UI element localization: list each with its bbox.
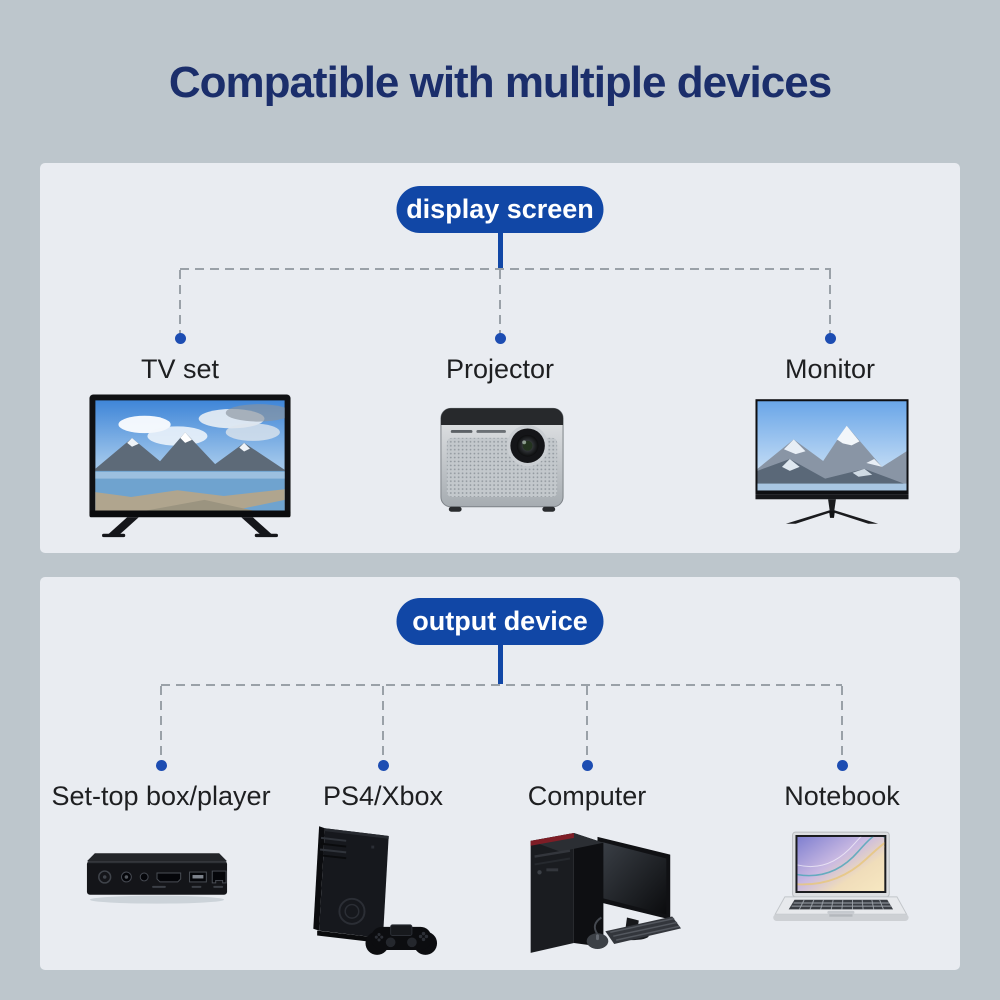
tree-branch-line [829,270,831,334]
tree-branch-line [499,270,501,334]
tree-branch-line [586,686,588,756]
tree-stem [497,232,503,269]
device-label-notebook: Notebook [784,781,900,811]
branch-dot [377,760,389,771]
tree-horizontal-line [161,684,842,686]
tree-horizontal-line [180,268,831,270]
tree-stem [497,645,503,684]
device-label-computer: Computer [527,781,647,811]
desktop-computer-illustration [511,815,683,963]
projector-illustration [437,404,567,518]
output-device-header-pill: output device [396,598,604,645]
notebook-illustration [766,830,911,927]
device-label-monitor: Monitor [784,354,876,384]
page-title: Compatible with multiple devices [168,58,832,107]
tv-illustration [89,392,292,542]
tree-branch-line [179,270,181,334]
set-top-box-illustration [83,845,231,907]
branch-dot [824,333,836,344]
display-screen-section-card: display screen TV set Projector Monitor [40,163,960,553]
device-label-ps4-xbox: PS4/Xbox [322,781,444,811]
device-label-projector: Projector [445,354,555,384]
tree-branch-line [382,686,384,756]
tree-branch-line [160,686,162,756]
display-screen-header-pill: display screen [396,186,604,233]
branch-dot [581,760,593,771]
branch-dot [155,760,167,771]
branch-dot [494,333,506,344]
device-label-tv-set: TV set [140,354,220,384]
output-device-section-card: output device Set-top box/player PS4/Xbo… [40,577,960,970]
branch-dot [836,760,848,771]
game-console-illustration [308,820,453,965]
device-label-set-top-box: Set-top box/player [51,781,271,811]
monitor-illustration [755,398,910,526]
branch-dot [174,333,186,344]
tree-branch-line [841,686,843,756]
